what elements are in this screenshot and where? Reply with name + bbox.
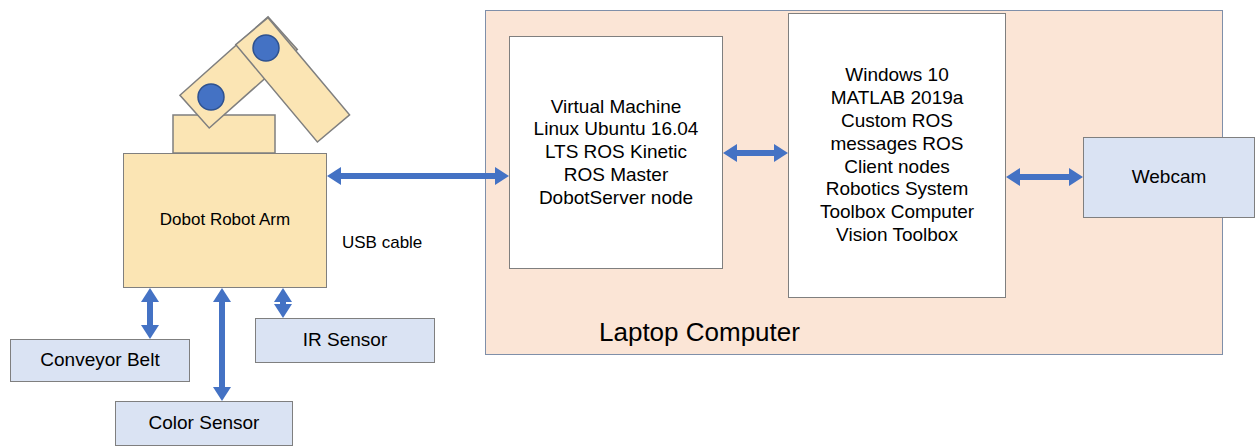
arrow-head <box>327 167 341 185</box>
arrow-head <box>141 288 159 302</box>
arrow-head <box>213 288 231 302</box>
node-label: IR Sensor <box>303 329 387 352</box>
arrow-head <box>274 304 292 318</box>
node-label: Dobot Robot Arm <box>160 210 290 230</box>
arrow-head <box>213 387 231 401</box>
node-label: Windows 10 MATLAB 2019a Custom ROS messa… <box>815 64 979 246</box>
double-arrow <box>274 288 292 318</box>
windows-box: Windows 10 MATLAB 2019a Custom ROS messa… <box>788 13 1006 298</box>
conveyor-box: Conveyor Belt <box>10 339 190 382</box>
arrow-head <box>141 325 159 339</box>
edge-label: USB cable <box>340 233 424 253</box>
node-label: Color Sensor <box>149 412 260 435</box>
color-sensor-box: Color Sensor <box>115 401 293 446</box>
double-arrow <box>723 144 788 162</box>
arrow-shaft <box>736 150 775 156</box>
double-arrow <box>327 167 509 185</box>
arrow-shaft <box>219 301 225 388</box>
ir-sensor-box: IR Sensor <box>255 318 435 363</box>
node-label: Conveyor Belt <box>40 349 159 372</box>
robot-arm-box: Dobot Robot Arm <box>123 153 327 288</box>
arrow-shaft <box>147 301 153 326</box>
arrow-head <box>723 144 737 162</box>
arrow-shaft <box>340 173 496 179</box>
vm-box: Virtual Machine Linux Ubuntu 16.04 LTS R… <box>509 36 723 269</box>
node-label: Virtual Machine Linux Ubuntu 16.04 LTS R… <box>532 96 700 210</box>
node-label: Webcam <box>1132 166 1207 189</box>
arm-upper-link <box>236 18 350 142</box>
arrow-shaft <box>1019 174 1070 180</box>
robot-arm <box>173 17 350 153</box>
arm-joint <box>198 84 224 110</box>
webcam-box: Webcam <box>1083 137 1255 218</box>
double-arrow <box>213 288 231 401</box>
node-label: Laptop Computer <box>599 317 800 348</box>
double-arrow <box>1006 168 1083 186</box>
double-arrow <box>141 288 159 339</box>
arrow-head <box>774 144 788 162</box>
arrow-head <box>1069 168 1083 186</box>
arrow-head <box>495 167 509 185</box>
arm-joint <box>253 35 279 61</box>
arrow-head <box>1006 168 1020 186</box>
arrow-head <box>274 288 292 302</box>
arm-base <box>173 115 275 153</box>
